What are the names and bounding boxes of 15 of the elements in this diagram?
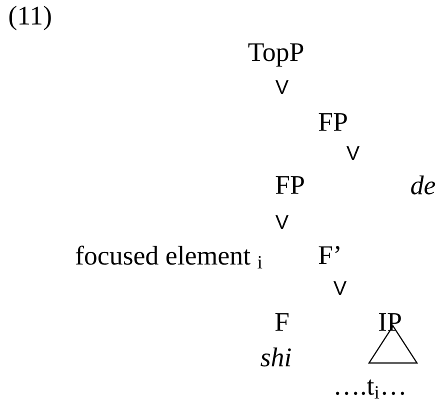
node-label: FP [318,113,347,131]
node-label: F [275,313,288,331]
branch-mark: V [346,146,360,160]
branch-mark: V [275,215,289,229]
example-number: (11) [9,6,51,30]
word-label: de [411,176,436,194]
node-label: FP [276,176,304,194]
node-label: TopP [248,43,304,67]
node-label: focused element $_{i}$ [76,246,262,268]
trace-label: ….t$_{i}$… [336,379,404,399]
node-label: IP [379,313,401,331]
node-label: F’ [318,246,340,264]
branch-mark: V [275,80,289,94]
word-label: shi [260,348,291,366]
branch-mark: V [333,281,347,295]
